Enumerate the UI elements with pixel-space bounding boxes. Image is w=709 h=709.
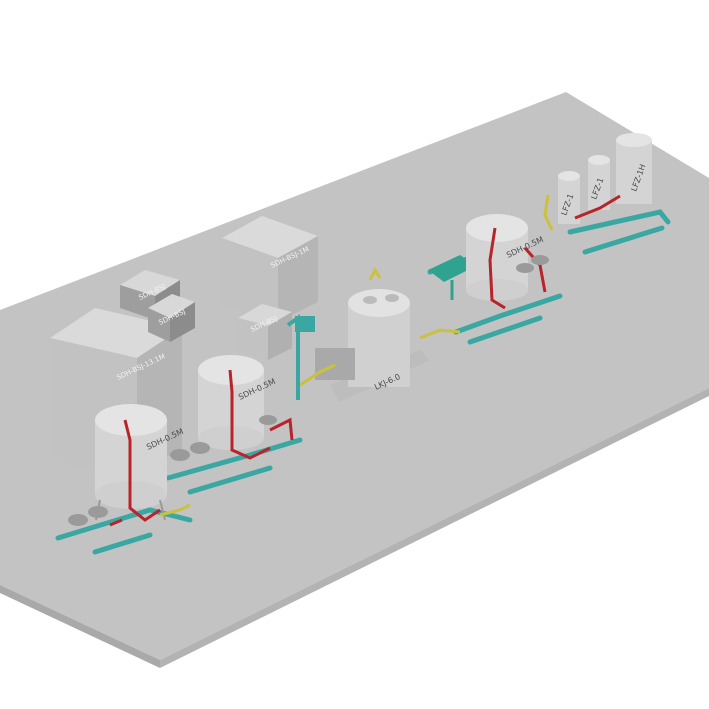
filter-2: LFZ-1	[588, 155, 610, 210]
pumps	[68, 255, 549, 526]
mid-small-cabinet: SDH-BSJ	[238, 304, 292, 360]
teal-conduit	[286, 314, 315, 400]
homogenizer: LKJ-6.0	[315, 289, 430, 402]
filter-1: LFZ-1	[558, 171, 580, 224]
small-cabinet-b: SDH-BSJ	[148, 294, 195, 342]
tank-3: SDH-0.5M	[466, 214, 545, 301]
filter-3: LFZ-1H	[616, 133, 652, 204]
base-rails	[55, 209, 671, 555]
yellow-pipework	[159, 194, 554, 517]
tall-cabinet-mid: SDH-BSJ-1M	[222, 216, 318, 322]
control-panel	[428, 255, 476, 300]
